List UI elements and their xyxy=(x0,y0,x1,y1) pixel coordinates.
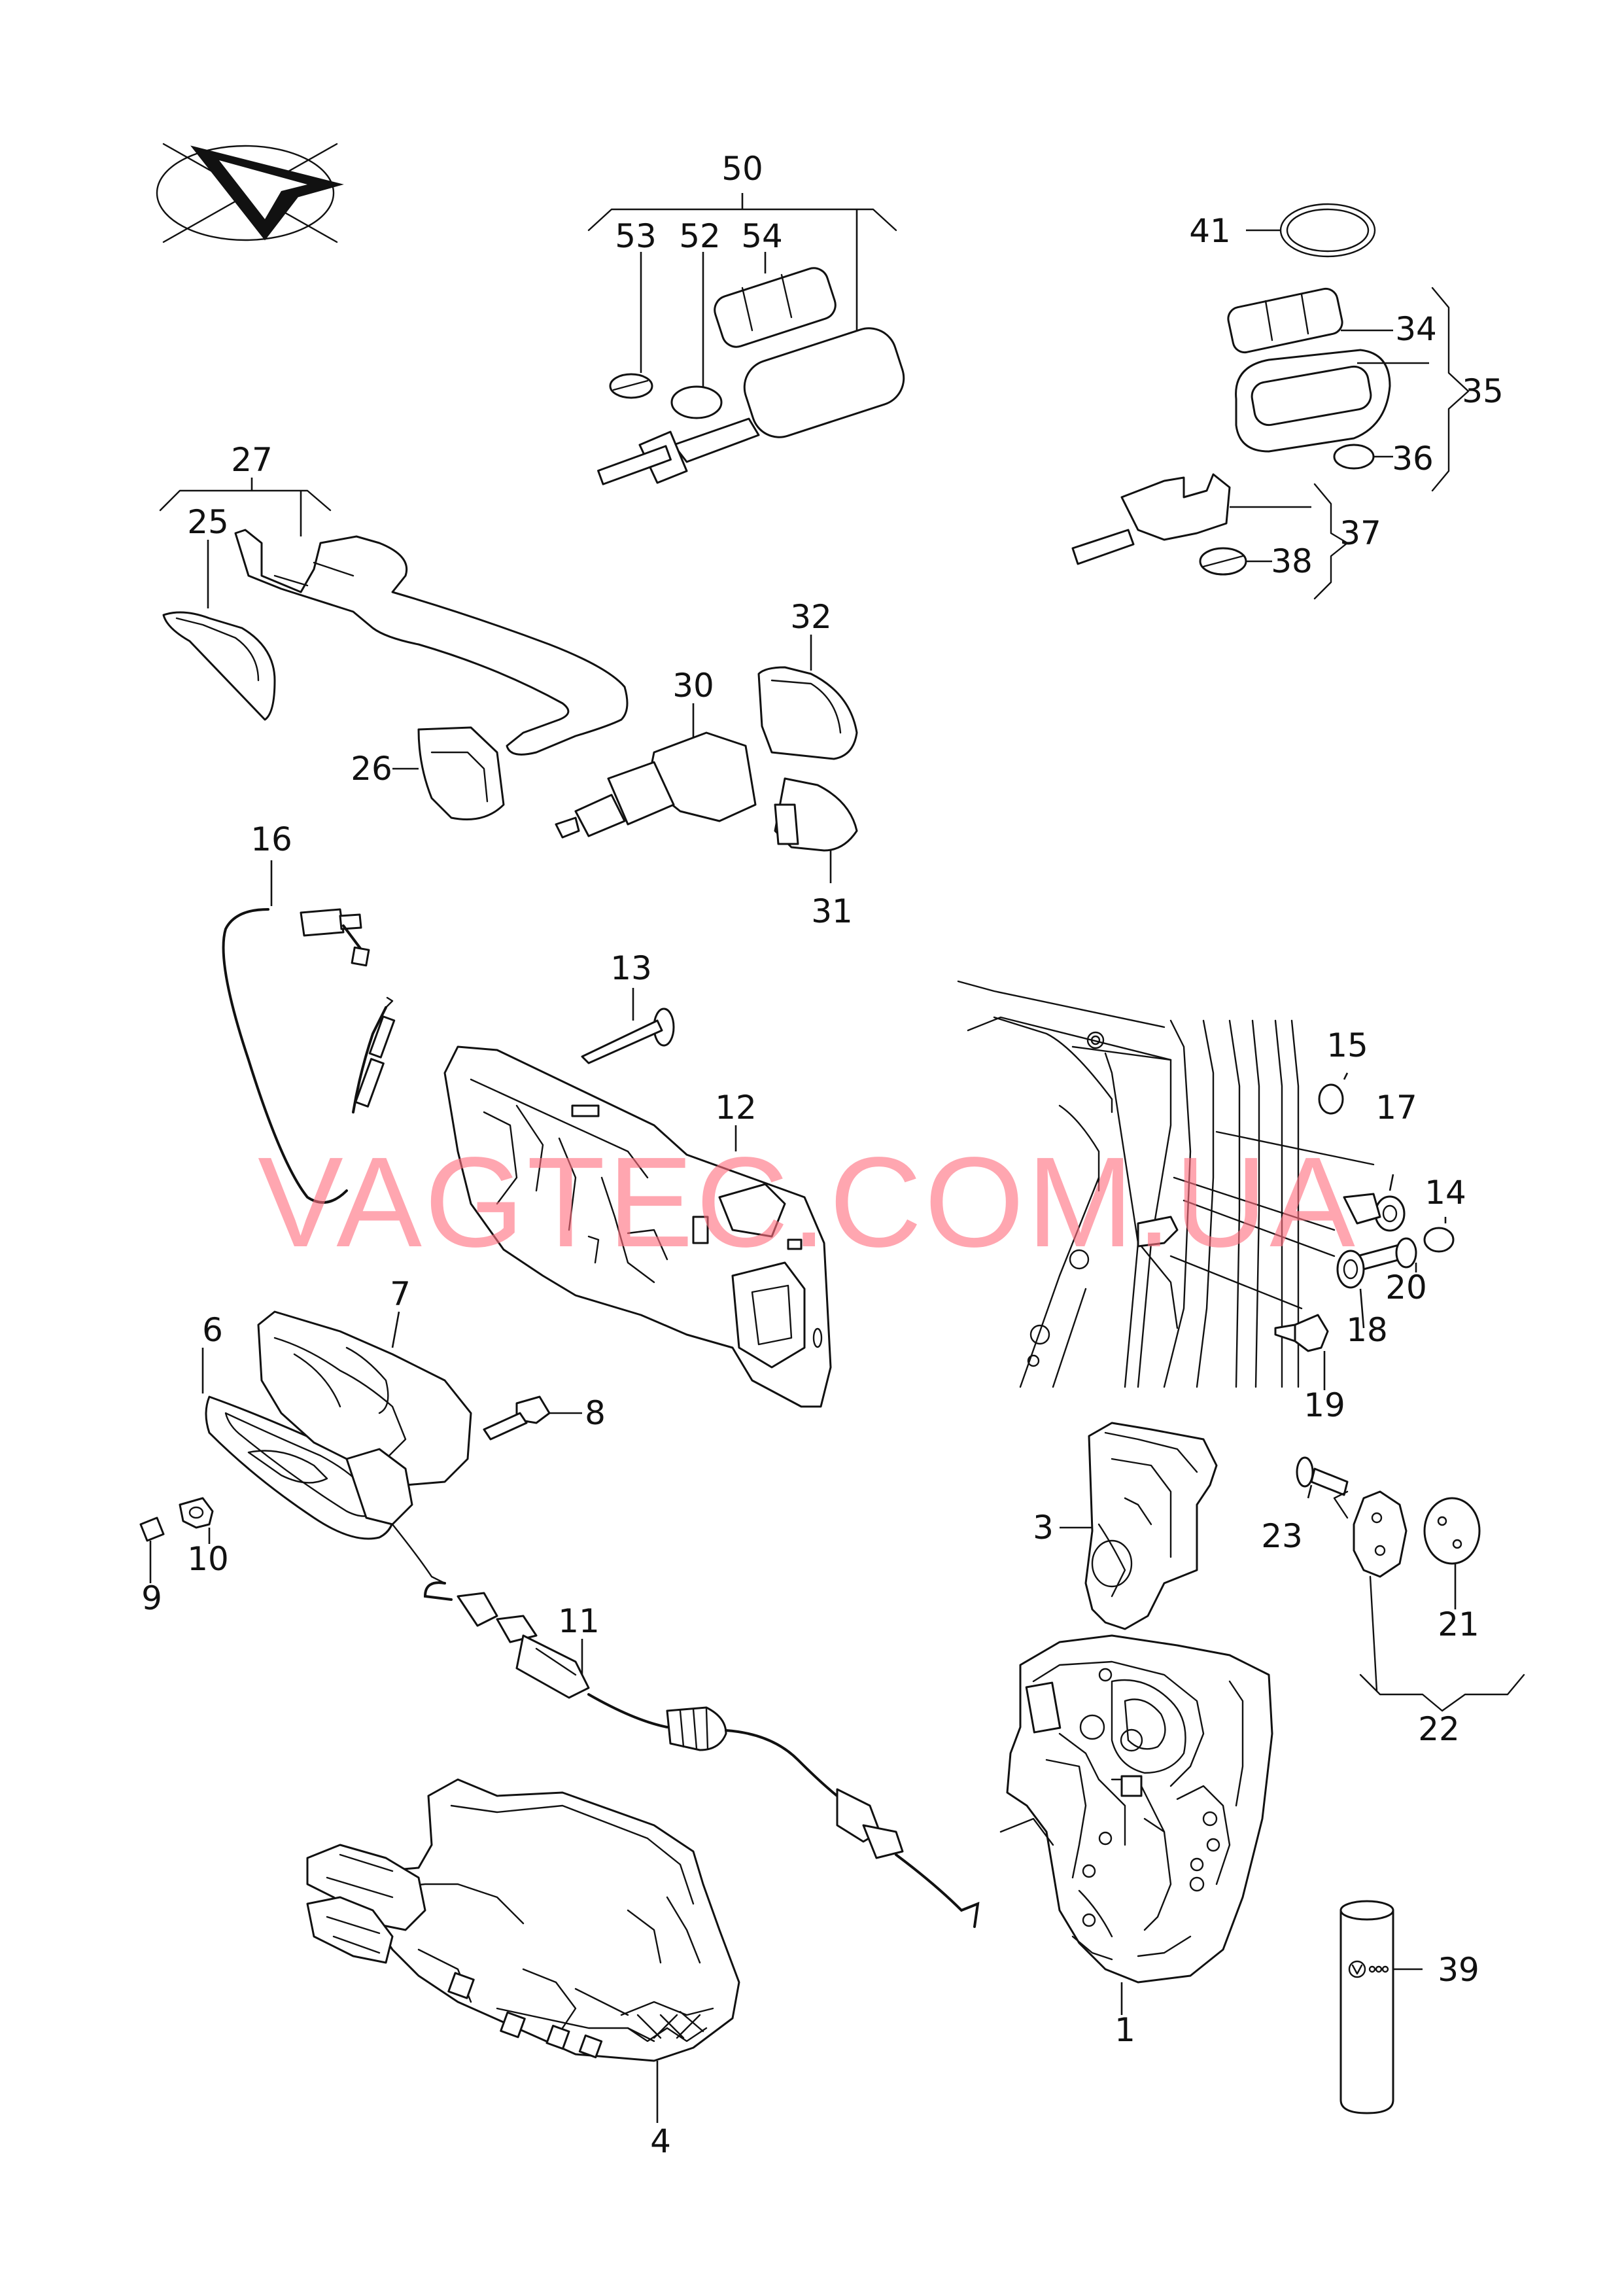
vw-logo-icon xyxy=(1348,1960,1366,1978)
operating-cable-11 xyxy=(423,1581,980,1928)
callout-8: 8 xyxy=(585,1394,606,1432)
remote-key-assembly xyxy=(1071,287,1470,600)
callout-36: 36 xyxy=(1392,440,1434,478)
callout-13: 13 xyxy=(610,949,652,987)
callout-10: 10 xyxy=(187,1540,229,1578)
callout-25: 25 xyxy=(187,503,229,541)
callout-34: 34 xyxy=(1395,310,1437,348)
lock-cylinder-30 xyxy=(555,635,858,883)
callout-52: 52 xyxy=(679,217,721,255)
callout-3: 3 xyxy=(1033,1509,1054,1547)
door-lock-1 xyxy=(999,1634,1273,2015)
bowden-cable-16 xyxy=(222,860,396,1204)
callout-4: 4 xyxy=(650,2122,671,2160)
callout-41: 41 xyxy=(1189,212,1231,250)
watermark-text: VAGTEC.COM.UA xyxy=(258,1130,1358,1274)
callout-20: 20 xyxy=(1385,1269,1427,1306)
callout-54: 54 xyxy=(741,217,783,255)
callout-6: 6 xyxy=(202,1311,223,1349)
lock-body-4 xyxy=(306,1778,740,2123)
callout-1: 1 xyxy=(1114,2011,1135,2049)
callout-9: 9 xyxy=(141,1579,162,1617)
callout-27: 27 xyxy=(231,441,273,479)
callout-39: 39 xyxy=(1438,1951,1479,1989)
key-set-50 xyxy=(587,193,905,485)
callout-38: 38 xyxy=(1271,542,1313,580)
callout-50: 50 xyxy=(721,150,763,188)
callout-30: 30 xyxy=(672,667,714,705)
callout-19: 19 xyxy=(1304,1386,1345,1424)
callout-22: 22 xyxy=(1418,1710,1460,1748)
callout-18: 18 xyxy=(1346,1311,1388,1349)
callout-7: 7 xyxy=(390,1275,411,1313)
callout-16: 16 xyxy=(251,820,292,858)
callout-12: 12 xyxy=(715,1089,757,1127)
callout-35: 35 xyxy=(1462,372,1504,410)
callout-26: 26 xyxy=(351,750,392,788)
door-frame-detail xyxy=(957,980,1455,1390)
callout-11: 11 xyxy=(558,1602,600,1640)
view-direction-arrow-icon xyxy=(156,143,344,243)
door-handle-27 xyxy=(159,478,629,820)
callout-31: 31 xyxy=(811,892,853,930)
lock-carrier-12 xyxy=(443,988,832,1408)
callout-37: 37 xyxy=(1339,514,1381,552)
cover-3 xyxy=(1060,1422,1218,1630)
callout-14: 14 xyxy=(1425,1174,1466,1212)
callout-21: 21 xyxy=(1438,1605,1479,1643)
grease-tube-39 xyxy=(1339,1900,1423,2114)
callout-23: 23 xyxy=(1261,1517,1303,1555)
striker-plate-22 xyxy=(1296,1456,1525,1712)
callout-17: 17 xyxy=(1375,1089,1417,1127)
callout-32: 32 xyxy=(790,598,832,636)
callout-15: 15 xyxy=(1326,1026,1368,1064)
inner-handle-6-7 xyxy=(139,1310,582,1585)
callout-53: 53 xyxy=(615,217,657,255)
o-ring-41 xyxy=(1246,203,1376,258)
